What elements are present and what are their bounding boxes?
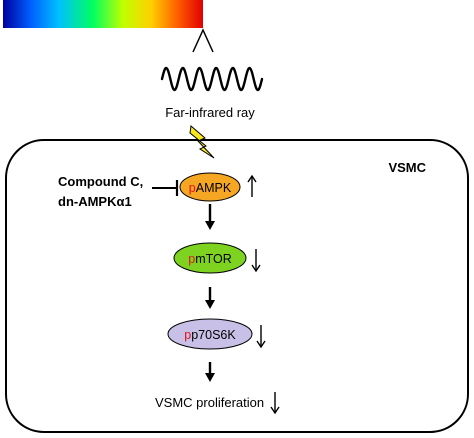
spectrum-bar	[3, 0, 203, 28]
trend-down-arrow-icon	[270, 392, 280, 415]
trend-up-arrow-icon	[247, 174, 257, 197]
flow-arrow-3	[205, 362, 215, 382]
node-ampk-prefix: p	[189, 181, 196, 195]
node-ampk-label: pAMPK	[189, 181, 232, 195]
node-p70s6k-label: pp70S6K	[184, 328, 236, 342]
node-mtor	[173, 242, 247, 274]
ray-label: Far-infrared ray	[165, 105, 255, 120]
cell-label: VSMC	[388, 160, 426, 175]
wave-icon	[160, 66, 264, 92]
zoom-lines	[192, 28, 214, 53]
outcome-label: VSMC proliferation	[155, 395, 264, 410]
inhibitor-label-line1: Compound C,	[58, 174, 143, 189]
node-mtor-prefix: p	[188, 252, 195, 266]
trend-down-arrow-icon	[256, 325, 266, 349]
trend-down-arrow-icon	[251, 249, 261, 273]
node-p70s6k-prefix: p	[184, 328, 191, 342]
flow-arrow-1	[205, 204, 215, 230]
flow-arrow-2	[205, 287, 215, 309]
node-ampk	[179, 172, 241, 202]
inhibitor-label-line2: dn-AMPKα1	[58, 194, 132, 209]
node-p70s6k	[167, 318, 253, 350]
lightning-icon	[189, 125, 215, 159]
node-ampk-name: AMPK	[196, 181, 232, 195]
node-p70s6k-name: p70S6K	[191, 328, 236, 342]
node-mtor-name: mTOR	[195, 252, 232, 266]
node-mtor-label: pmTOR	[188, 252, 232, 266]
vsmc-cell	[5, 139, 469, 433]
